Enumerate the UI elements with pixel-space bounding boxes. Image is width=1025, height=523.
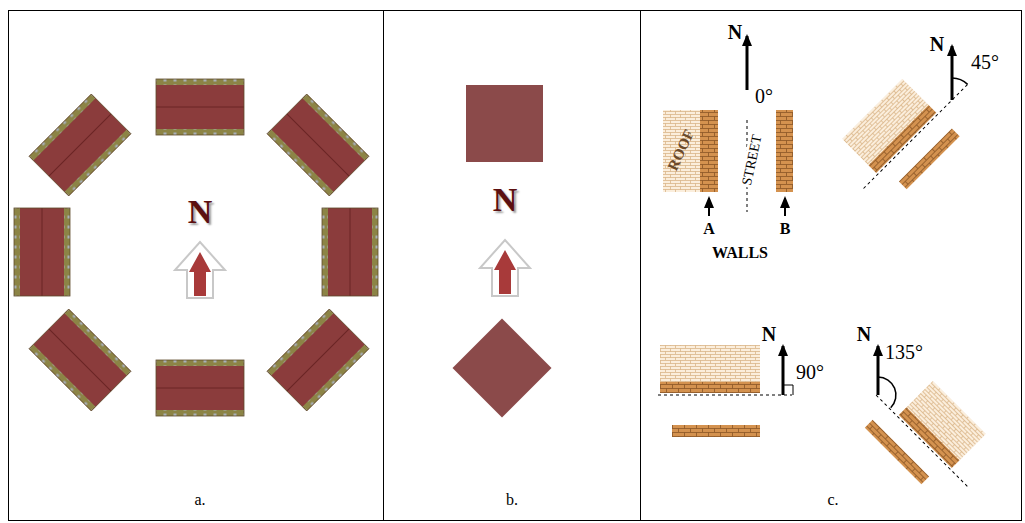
- panel-letter: b.: [506, 491, 518, 509]
- block-shapes: [453, 85, 552, 417]
- wall-letter: B: [780, 220, 791, 238]
- street-0: [663, 36, 793, 216]
- angle-label: 90°: [796, 361, 824, 383]
- walls-label: WALLS: [712, 244, 768, 262]
- angle-label: 45°: [971, 51, 999, 73]
- panel-frame: [9, 10, 1022, 521]
- north-letter: N: [728, 21, 742, 43]
- panel-letter: c.: [827, 491, 838, 509]
- north-letter: N: [930, 33, 944, 55]
- north-letter: N: [493, 181, 518, 218]
- north-letter: N: [857, 323, 871, 345]
- north-arrow: [480, 240, 530, 296]
- angle-label: 0°: [755, 85, 773, 107]
- roof-label: ROOF: [664, 127, 697, 173]
- north-arrow: [175, 242, 225, 298]
- street-90: [658, 345, 793, 437]
- north-letter: N: [188, 193, 213, 230]
- panel-letter: a.: [194, 491, 205, 509]
- street-135: [854, 346, 1003, 509]
- wall-letter: A: [703, 220, 715, 238]
- roof-set: [14, 79, 378, 416]
- street-label: STREET: [739, 131, 766, 188]
- north-letter: N: [762, 323, 776, 345]
- street-45: [828, 46, 991, 210]
- angle-label: 135°: [885, 341, 923, 363]
